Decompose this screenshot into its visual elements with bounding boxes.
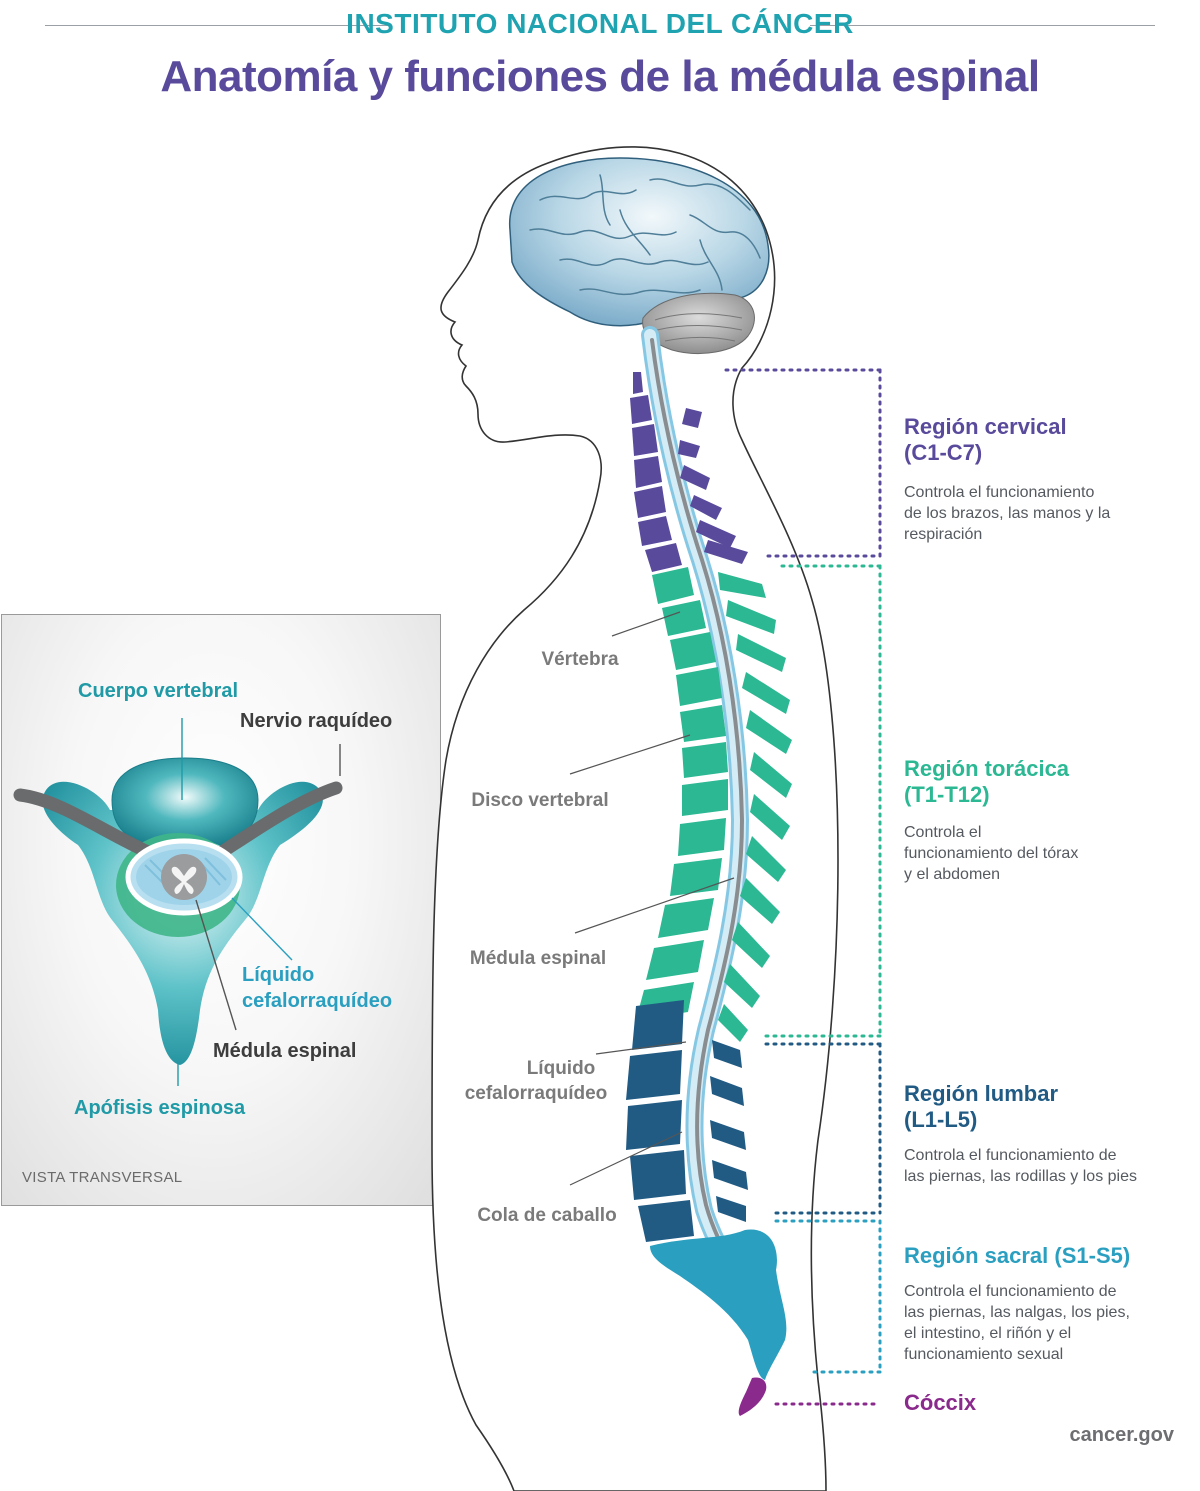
brain-folds [529, 174, 761, 296]
region-cervical-title-line2: (C1-C7) [904, 440, 983, 465]
region-thoracic-title-line1: Región torácica [904, 756, 1070, 781]
region-thoracic-desc-line3: y el abdomen [904, 866, 1001, 883]
region-brackets [724, 368, 882, 1406]
region-cervical-desc-line3: respiración [904, 526, 983, 543]
spine-leader-lines [569, 611, 735, 1186]
lumbar-vertebrae [626, 1000, 748, 1242]
header-rule-left [45, 25, 390, 26]
coccyx [738, 1377, 767, 1416]
label-csf-line2: cefalorraquídeo [464, 1083, 608, 1104]
cerebellum [642, 292, 755, 355]
region-coccyx-title: Cóccix [904, 1390, 977, 1415]
inset-label-csf-line1: Líquido [242, 964, 315, 986]
label-vertebral-disc: Disco vertebral [471, 790, 609, 811]
organization-name: INSTITUTO NACIONAL DEL CÁNCER [346, 8, 854, 39]
region-cervical-desc-line2: de los brazos, las manos y la [904, 505, 1111, 522]
spinal-nerve-left [13, 788, 155, 859]
region-sacral-title: Región sacral (S1-S5) [904, 1243, 1131, 1268]
region-cervical: Región cervical (C1-C7) Controla el func… [904, 414, 1194, 545]
region-thoracic-desc-line1: Controla el [904, 824, 982, 841]
region-thoracic: Región torácica (T1-T12) Controla el fun… [904, 756, 1194, 885]
inset-label-csf-line2: cefalorraquídeo [242, 990, 393, 1012]
cervical-vertebrae [630, 372, 748, 572]
inset-view-caption: VISTA TRANSVERSAL [22, 1169, 183, 1186]
source-credit: cancer.gov [1069, 1424, 1174, 1446]
header-rule-right [810, 25, 1155, 26]
region-lumbar-desc-line2: las piernas, las rodillas y los pies [904, 1168, 1137, 1185]
region-sacral-desc-line4: funcionamiento sexual [904, 1346, 1064, 1363]
label-spinal-cord: Médula espinal [469, 948, 607, 969]
spinal-nerve-right [215, 781, 343, 859]
label-csf-line1: Líquido [526, 1058, 596, 1079]
region-sacral-desc-line1: Controla el funcionamiento de [904, 1283, 1117, 1300]
region-thoracic-desc-line2: funcionamiento del tórax [904, 845, 1079, 862]
inset-label-spinal-cord: Médula espinal [213, 1040, 357, 1062]
region-thoracic-title-line2: (T1-T12) [904, 782, 990, 807]
region-sacral: Región sacral (S1-S5) Controla el funcio… [904, 1243, 1194, 1365]
region-lumbar: Región lumbar (L1-L5) Controla el funcio… [904, 1081, 1194, 1187]
region-sacral-desc-line2: las piernas, las nalgas, los pies, [904, 1304, 1130, 1321]
transverse-vertebra-drawing [13, 757, 343, 1065]
region-cervical-title-line1: Región cervical [904, 414, 1067, 439]
region-lumbar-title-line2: (L1-L5) [904, 1107, 978, 1132]
vertebral-body [111, 757, 259, 846]
label-vertebra: Vértebra [541, 649, 619, 670]
region-sacral-desc-line3: el intestino, el riñón y el [904, 1325, 1072, 1342]
region-lumbar-title-line1: Región lumbar [904, 1081, 1059, 1106]
spinal-cord [650, 338, 774, 1320]
inset-leader-lines [177, 718, 341, 1086]
region-lumbar-desc-line1: Controla el funcionamiento de [904, 1147, 1117, 1164]
label-cauda-equina: Cola de caballo [477, 1205, 617, 1226]
sacrum [650, 1229, 787, 1380]
inset-label-vertebral-body: Cuerpo vertebral [78, 680, 239, 702]
body-silhouette [431, 146, 839, 1491]
region-cervical-desc-line1: Controla el funcionamiento [904, 484, 1095, 501]
inset-label-spinous-process: Apófisis espinosa [74, 1097, 246, 1119]
page-title: Anatomía y funciones de la médula espina… [160, 52, 1040, 101]
grey-matter [171, 866, 197, 894]
inset-label-spinal-nerve: Nervio raquídeo [240, 710, 393, 732]
